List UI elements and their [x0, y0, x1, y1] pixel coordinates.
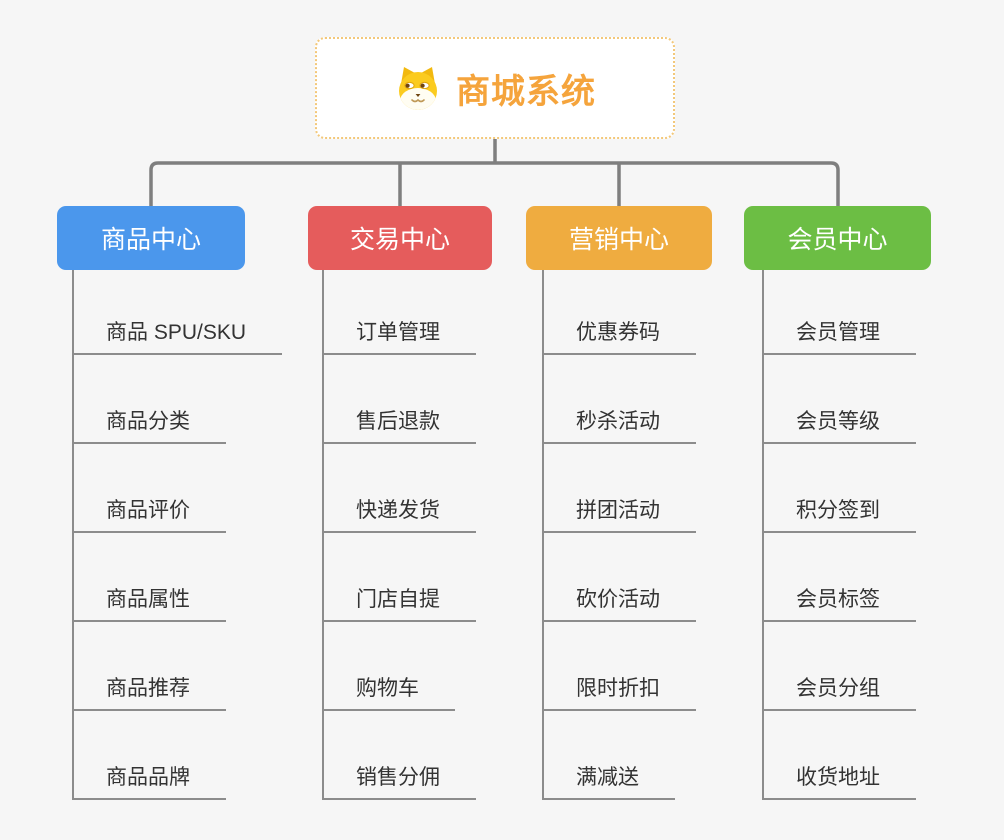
branch-box-marketing-center[interactable]: 营销中心	[526, 206, 712, 270]
leaf-label: 会员标签	[796, 588, 880, 611]
leaf-item[interactable]: 商品属性	[74, 533, 226, 622]
leaf-item[interactable]: 售后退款	[324, 355, 476, 444]
leaf-item[interactable]: 收货地址	[764, 711, 916, 800]
leaf-item[interactable]: 会员标签	[764, 533, 916, 622]
leaf-list-member-center: 会员管理 会员等级 积分签到 会员标签 会员分组 收货地址	[762, 270, 916, 800]
leaf-item[interactable]: 会员分组	[764, 622, 916, 711]
branch-label: 交易中心	[349, 226, 450, 254]
leaf-item[interactable]: 快递发货	[324, 444, 476, 533]
leaf-label: 秒杀活动	[576, 410, 660, 433]
leaf-label: 售后退款	[356, 410, 440, 433]
leaf-item[interactable]: 限时折扣	[544, 622, 696, 711]
branch-label: 商品中心	[100, 226, 201, 254]
leaf-item[interactable]: 会员管理	[764, 270, 916, 355]
branch-label: 会员中心	[787, 226, 888, 254]
leaf-item[interactable]: 商品 SPU/SKU	[74, 270, 283, 355]
leaf-list-trade-center: 订单管理 售后退款 快递发货 门店自提 购物车 销售分佣	[322, 270, 476, 800]
leaf-label: 优惠券码	[576, 321, 660, 344]
leaf-label: 商品品牌	[106, 766, 190, 789]
leaf-list-marketing-center: 优惠券码 秒杀活动 拼团活动 砍价活动 限时折扣 满减送	[542, 270, 696, 800]
leaf-label: 销售分佣	[356, 766, 440, 789]
branch-box-product-center[interactable]: 商品中心	[57, 206, 245, 270]
leaf-item[interactable]: 满减送	[544, 711, 675, 800]
leaf-label: 订单管理	[356, 321, 440, 344]
branch-label: 营销中心	[568, 226, 669, 254]
leaf-item[interactable]: 购物车	[324, 622, 455, 711]
leaf-label: 会员等级	[796, 410, 880, 433]
leaf-label: 购物车	[356, 677, 419, 700]
leaf-item[interactable]: 会员等级	[764, 355, 916, 444]
branch-box-trade-center[interactable]: 交易中心	[308, 206, 492, 270]
leaf-item[interactable]: 商品评价	[74, 444, 226, 533]
dog-icon	[399, 67, 437, 110]
leaf-label: 商品属性	[106, 588, 190, 611]
leaf-label: 收货地址	[796, 766, 880, 789]
leaf-item[interactable]: 商品分类	[74, 355, 226, 444]
leaf-item[interactable]: 积分签到	[764, 444, 916, 533]
branch-box-member-center[interactable]: 会员中心	[744, 206, 931, 270]
leaf-list-product-center: 商品 SPU/SKU 商品分类 商品评价 商品属性 商品推荐 商品品牌	[72, 270, 283, 800]
leaf-item[interactable]: 拼团活动	[544, 444, 696, 533]
leaf-item[interactable]: 砍价活动	[544, 533, 696, 622]
leaf-label: 快递发货	[356, 499, 440, 522]
leaf-label: 商品 SPU/SKU	[106, 321, 247, 344]
leaf-item[interactable]: 销售分佣	[324, 711, 476, 800]
leaf-label: 砍价活动	[576, 588, 660, 611]
leaf-item[interactable]: 商品品牌	[74, 711, 226, 800]
leaf-label: 商品分类	[106, 410, 190, 433]
leaf-label: 门店自提	[356, 588, 440, 611]
leaf-label: 拼团活动	[576, 499, 660, 522]
leaf-label: 会员分组	[796, 677, 880, 700]
leaf-label: 限时折扣	[576, 677, 660, 700]
branch-bus-line	[149, 161, 840, 208]
leaf-label: 商品推荐	[106, 677, 190, 700]
leaf-item[interactable]: 优惠券码	[544, 270, 696, 355]
root-node[interactable]: 商城系统	[315, 37, 675, 139]
leaf-label: 积分签到	[796, 499, 880, 522]
root-title: 商城系统	[456, 72, 596, 111]
leaf-label: 商品评价	[106, 499, 190, 522]
leaf-item[interactable]: 商品推荐	[74, 622, 226, 711]
leaf-item[interactable]: 门店自提	[324, 533, 476, 622]
leaf-label: 会员管理	[796, 321, 880, 344]
leaf-item[interactable]: 秒杀活动	[544, 355, 696, 444]
leaf-item[interactable]: 订单管理	[324, 270, 476, 355]
leaf-label: 满减送	[576, 766, 639, 789]
